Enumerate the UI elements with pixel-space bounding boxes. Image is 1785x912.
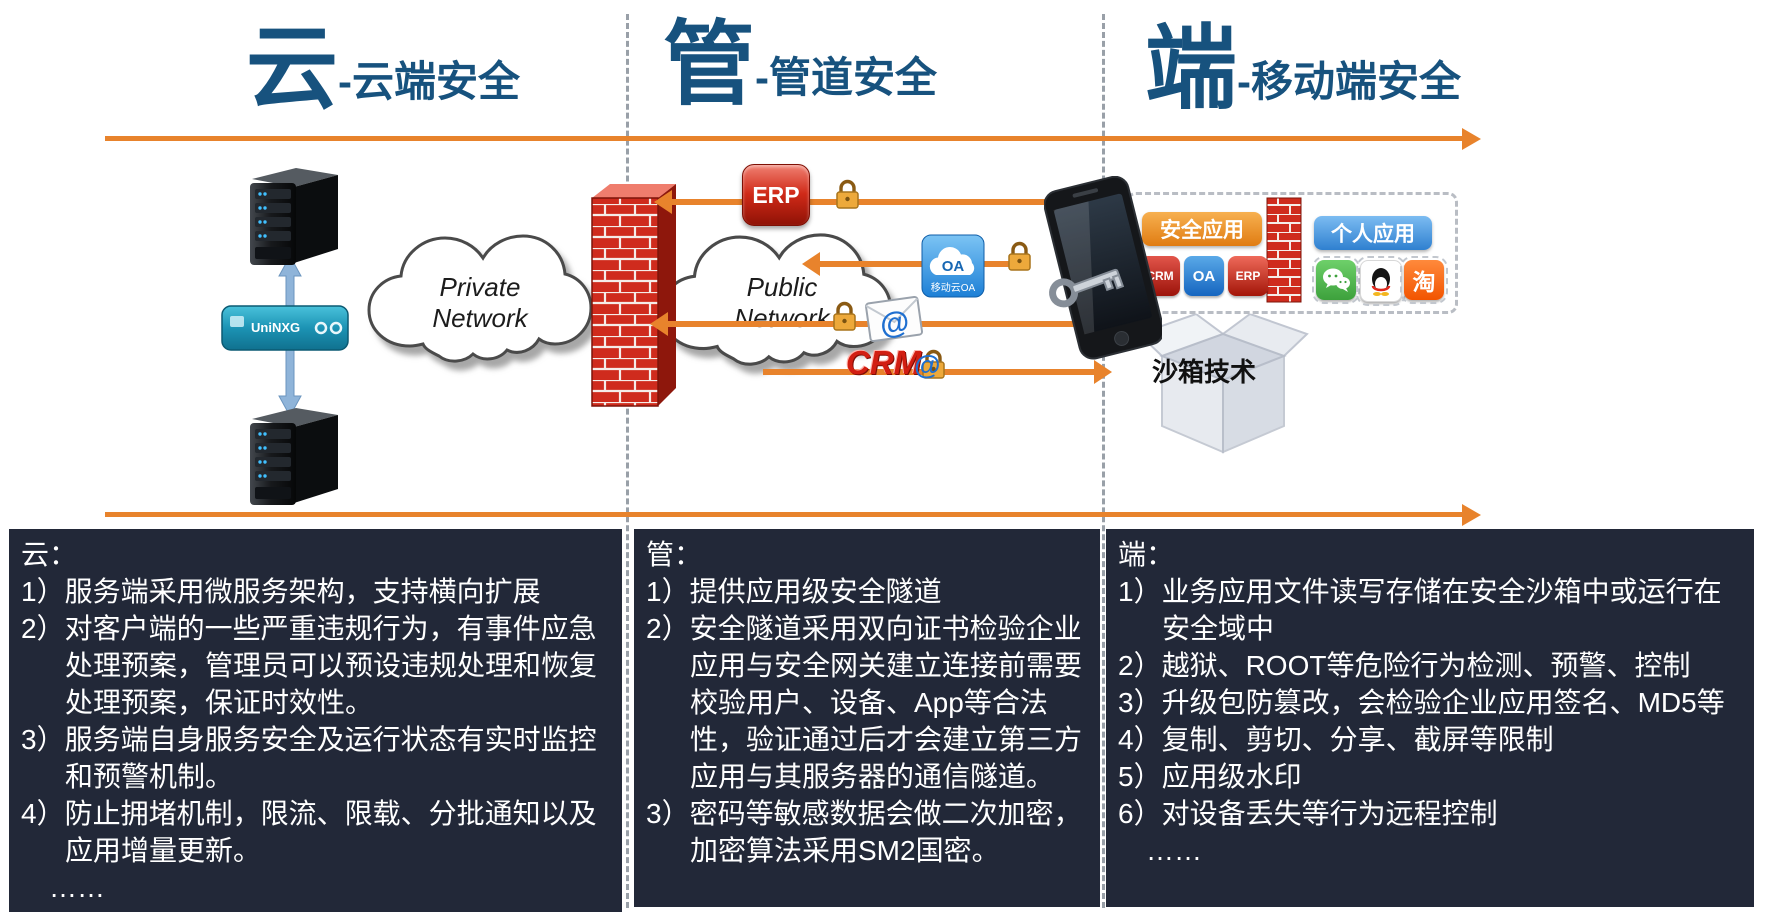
private-network-label: Private Network	[432, 272, 528, 333]
network-switch: UniNXG	[221, 305, 349, 351]
panel-item: 3）升级包防篡改，会检验企业应用签名、MD5等	[1118, 687, 1725, 718]
header-subtitle: -管道安全	[755, 54, 938, 102]
secure-tunnel-arrow	[672, 199, 1088, 205]
sandbox-box-icon	[1137, 312, 1309, 454]
column-header-pipe: 管-管道安全	[662, 14, 938, 116]
firewall-icon	[591, 184, 676, 407]
header-big-char: 端	[1144, 18, 1238, 120]
panel-title: 云：	[21, 539, 78, 570]
sandbox-label: 沙箱技术	[1152, 357, 1257, 387]
crm-app-icon: CRM@	[846, 344, 940, 382]
panel-item: 1）提供应用级安全隧道	[646, 576, 942, 607]
header-subtitle: -移动端安全	[1237, 58, 1462, 106]
panel-item: 3）服务端自身服务安全及运行状态有实时监控和预警机制。	[21, 724, 597, 792]
wechat-icon	[1312, 256, 1360, 304]
panel-item: 3）密码等敏感数据会做二次加密，加密算法采用SM2国密。	[646, 798, 1082, 866]
padlock-icon	[833, 301, 856, 331]
padlock-icon	[922, 349, 945, 379]
header-big-char: 管	[662, 14, 756, 116]
server-top-icon	[250, 168, 338, 265]
key-icon	[1049, 268, 1125, 308]
header-big-char: 云	[245, 18, 339, 120]
erp-tile-icon: ERP	[1228, 256, 1268, 296]
panel-item: ……	[49, 872, 105, 903]
qq-icon	[1356, 256, 1406, 306]
header-subtitle: -云端安全	[338, 58, 521, 106]
padlock-icon	[836, 179, 859, 209]
wechat-bubbles	[1323, 268, 1350, 292]
taobao-icon: 淘	[1400, 256, 1448, 304]
panel-item: 1）业务应用文件读写存储在安全沙箱中或运行在安全域中	[1118, 576, 1722, 644]
pipe-panel: 管： 1）提供应用级安全隧道 2）安全隧道采用双向证书检验企业应用与安全网关建立…	[634, 529, 1100, 907]
panel-item: 1）服务端采用微服务架构，支持横向扩展	[21, 576, 541, 607]
panel-item: ……	[1146, 835, 1202, 866]
oa-caption: 移动云OA	[931, 281, 976, 294]
oa-tile-icon: OA	[1184, 256, 1224, 296]
panel-item: 5）应用级水印	[1118, 761, 1302, 792]
cloud-panel: 云： 1）服务端采用微服务架构，支持横向扩展 2）对客户端的一些严重违规行为，有…	[9, 529, 622, 912]
column-divider	[626, 14, 629, 908]
panel-item: 2）越狱、ROOT等危险行为检测、预警、控制	[1118, 650, 1691, 681]
panel-item: 4）复制、剪切、分享、截屏等限制	[1118, 724, 1554, 755]
panel-title: 管：	[646, 539, 703, 570]
taobao-char: 淘	[1412, 269, 1436, 295]
smartphone-icon	[1044, 176, 1162, 360]
panel-title: 端：	[1118, 539, 1175, 570]
qq-penguin	[1371, 268, 1391, 296]
padlock-icon	[1008, 241, 1031, 271]
server-bottom-icon	[250, 408, 338, 505]
column-header-endpoint: 端-移动端安全	[1144, 18, 1462, 120]
oa-tile-label: OA	[1192, 267, 1216, 285]
personal-apps-header: 个人应用	[1314, 216, 1432, 250]
column-divider	[1102, 14, 1105, 908]
erp-app-icon: ERP	[742, 164, 810, 226]
device-firewall-icon	[1266, 197, 1302, 303]
private-network-cloud	[367, 234, 593, 363]
endpoint-panel: 端： 1）业务应用文件读写存储在安全沙箱中或运行在安全域中 2）越狱、ROOT等…	[1106, 529, 1754, 907]
email-app-icon: @	[864, 295, 924, 343]
crm-label: CRM	[846, 344, 922, 381]
email-at-glyph: @	[878, 305, 912, 342]
column-header-cloud: 云-云端安全	[245, 18, 521, 120]
crm-at-glyph: @	[914, 350, 941, 380]
security-apps-header: 安全应用	[1142, 212, 1262, 246]
public-network-label: Public Network	[734, 272, 830, 333]
oa-label: OA	[942, 258, 965, 275]
panel-item: 2）对客户端的一些严重违规行为，有事件应急处理预案，管理员可以预设违规处理和恢复…	[21, 613, 598, 718]
top-flow-arrow	[105, 136, 1462, 141]
panel-item: 4）防止拥堵机制，限流、限载、分批通知以及应用增量更新。	[21, 798, 597, 866]
erp-label: ERP	[752, 181, 800, 208]
switch-label: UniNXG	[251, 320, 300, 335]
oa-app-icon: OA 移动云OA	[921, 234, 985, 298]
panel-item: 6）对设备丢失等行为远程控制	[1118, 798, 1498, 829]
erp-tile-label: ERP	[1235, 269, 1261, 283]
bottom-flow-arrow	[105, 512, 1462, 517]
panel-item: 2）安全隧道采用双向证书检验企业应用与安全网关建立连接前需要校验用户、设备、Ap…	[646, 613, 1083, 792]
crm-tile-label: CRM	[1146, 269, 1174, 283]
